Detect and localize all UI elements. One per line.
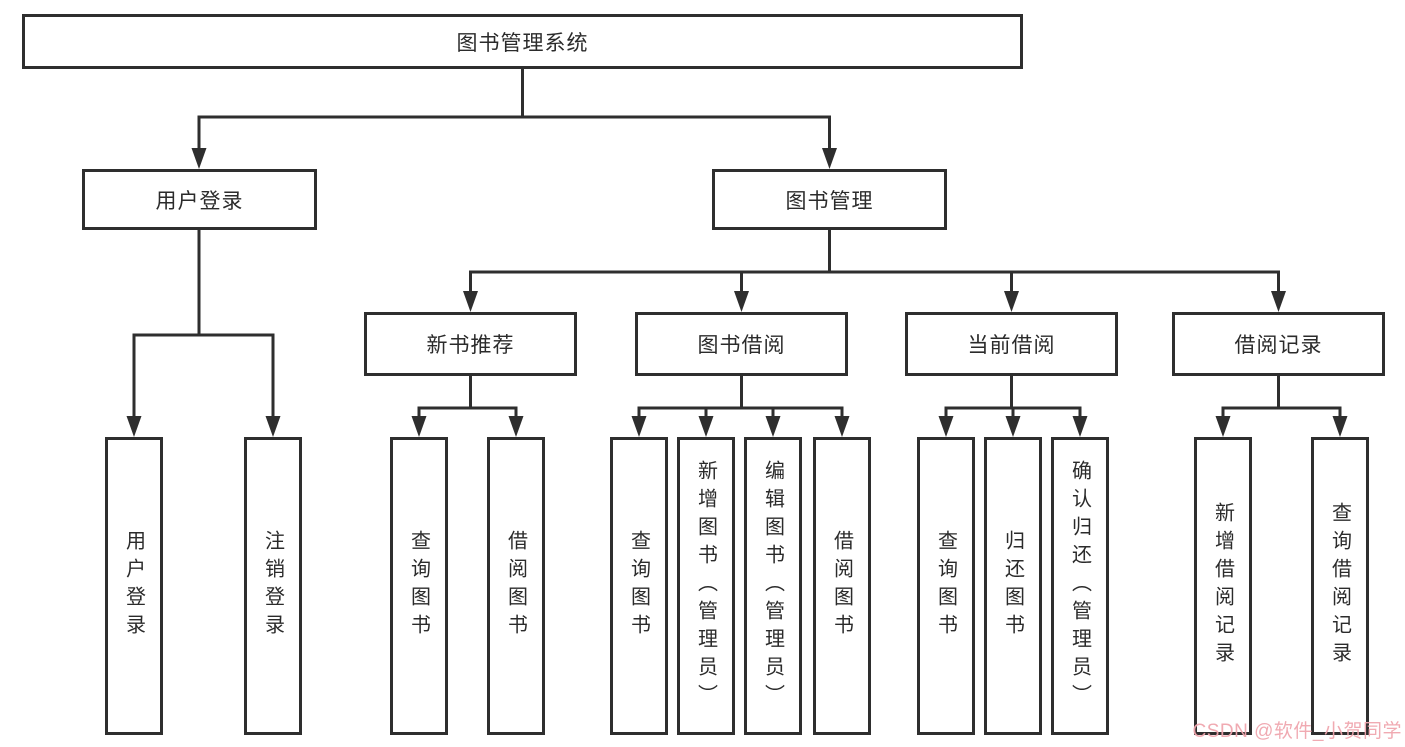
- node-library-system: 图书管理系统: [22, 14, 1023, 69]
- leaf-records-query: 查询借阅记录: [1311, 437, 1369, 735]
- leaf-newbook-query: 查询图书: [390, 437, 448, 735]
- leaf-borrow-edit-admin: 编辑图书（管理员）: [744, 437, 802, 735]
- leaf-borrow-borrow: 借阅图书: [813, 437, 871, 735]
- leaf-newbook-borrow: 借阅图书: [487, 437, 545, 735]
- leaf-current-return: 归还图书: [984, 437, 1042, 735]
- leaf-records-add: 新增借阅记录: [1194, 437, 1252, 735]
- node-book-management: 图书管理: [712, 169, 947, 230]
- node-user-login-branch: 用户登录: [82, 169, 317, 230]
- node-borrow-records: 借阅记录: [1172, 312, 1385, 376]
- csdn-watermark: CSDN @软件_小贺同学: [1192, 721, 1402, 742]
- leaf-user-login: 用户登录: [105, 437, 163, 735]
- leaf-borrow-add-admin: 新增图书（管理员）: [677, 437, 735, 735]
- arrowhead-icons: [126, 148, 1348, 437]
- leaf-borrow-query: 查询图书: [610, 437, 668, 735]
- leaf-current-confirm-admin: 确认归还（管理员）: [1051, 437, 1109, 735]
- leaf-current-query: 查询图书: [917, 437, 975, 735]
- node-new-book-recommend: 新书推荐: [364, 312, 577, 376]
- node-book-borrow: 图书借阅: [635, 312, 848, 376]
- node-current-borrow: 当前借阅: [905, 312, 1118, 376]
- leaf-logout: 注销登录: [244, 437, 302, 735]
